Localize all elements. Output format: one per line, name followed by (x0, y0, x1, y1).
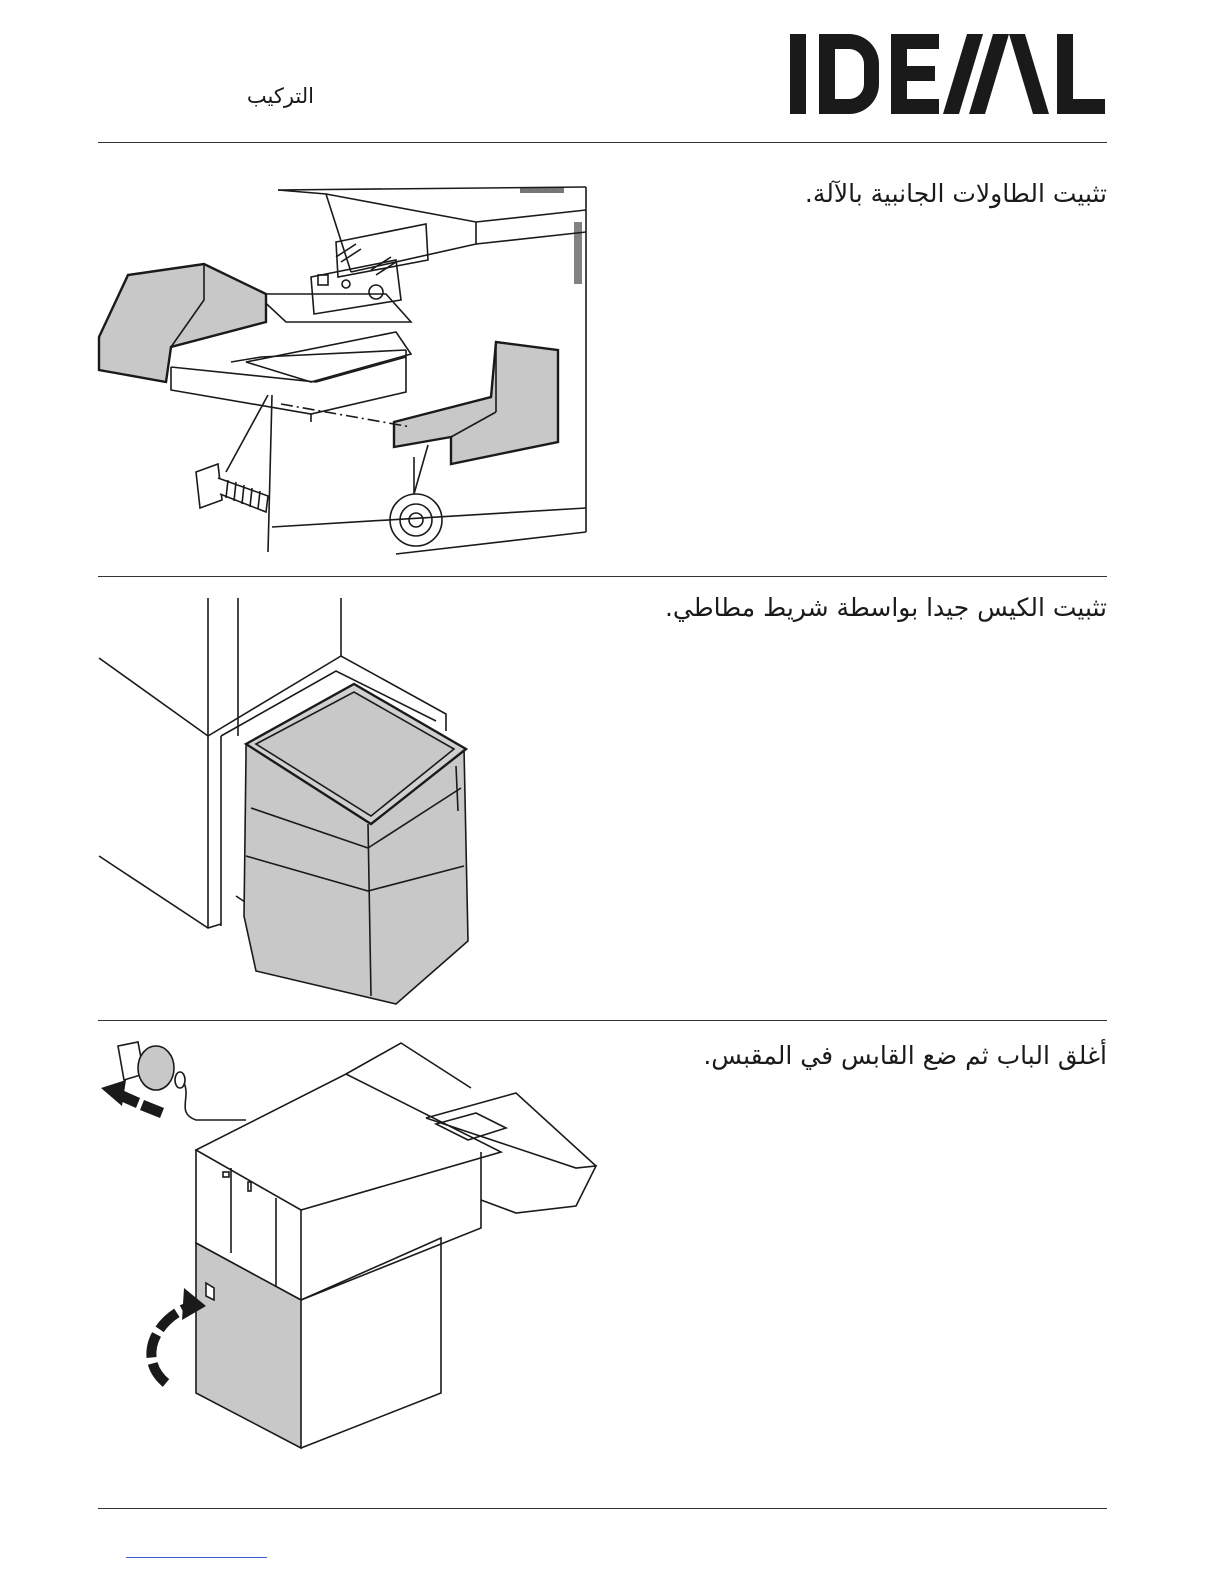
step-3-text: أغلق الباب ثم ضع القابس في المقبس. (587, 1040, 1107, 1073)
rule-2 (98, 1020, 1107, 1021)
figure-bag (96, 596, 476, 1011)
figure-side-tables (96, 182, 588, 562)
step-1-text: تثبيت الطاولات الجانبية بالآلة. (587, 178, 1107, 211)
rule-1 (98, 576, 1107, 577)
rule-3 (98, 1508, 1107, 1509)
ideal-logo (787, 34, 1107, 114)
step-2-text: تثبيت الكيس جيدا بواسطة شريط مطاطي. (587, 592, 1107, 625)
section-title: التركيب (200, 84, 314, 108)
bolt-icon (196, 464, 268, 512)
figure-close-door (96, 1038, 601, 1453)
header-rule (98, 142, 1107, 143)
plug-icon (118, 1042, 246, 1120)
footer-link-line (126, 1557, 267, 1558)
